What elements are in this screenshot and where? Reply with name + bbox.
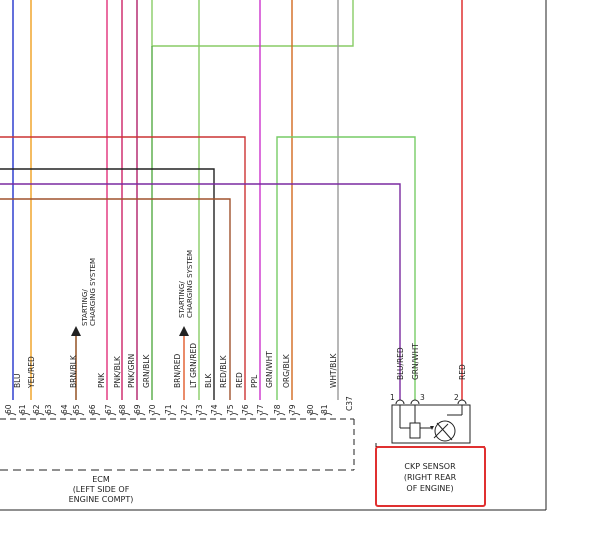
sensor-pin-2: 2	[454, 393, 459, 402]
ecm-connector-tick	[309, 413, 319, 416]
ecm-pin-80: 80	[306, 404, 315, 414]
ecm-wire-label-66: PNK	[97, 372, 106, 388]
ecm-pin-77: 77	[256, 404, 265, 414]
ecm-pin-74: 74	[210, 404, 219, 414]
ecm-connector-tick	[35, 413, 45, 416]
ecm-connector-tick	[323, 413, 333, 416]
sensor-terminal	[457, 399, 467, 405]
sensor-wire-blured: BLU/RED	[396, 347, 405, 380]
ecm-wire-label-76: PPL	[250, 374, 259, 388]
sensor-location-2: OF ENGINE)	[406, 484, 453, 493]
ecm-connector-tick	[136, 413, 146, 416]
ecm-pin-60: 60	[4, 404, 13, 414]
sensor-location-1: (RIGHT REAR	[404, 473, 457, 482]
ecm-title: ECM	[92, 475, 110, 484]
ecm-pin-76: 76	[241, 404, 250, 414]
ecm-pin-66: 66	[88, 404, 97, 414]
ecm-pin-79: 79	[288, 404, 297, 414]
ecm-connector-tick	[121, 413, 131, 416]
ecm-location-2: ENGINE COMPT)	[69, 495, 134, 504]
ecm-pin-62: 62	[32, 404, 41, 414]
ecm-wire-label-75: RED	[235, 372, 244, 388]
ecm-connector-tick	[21, 413, 31, 416]
ecm-connector-tick	[229, 413, 239, 416]
ecm-wire-label-71: BRN/RED	[173, 354, 182, 388]
sensor-wire-red: RED	[458, 364, 467, 380]
ecm-connector-tick	[213, 413, 223, 416]
sensor-pin-1: 1	[390, 393, 395, 402]
wire-blk-horizontal	[0, 168, 215, 400]
ecm-wire-label-61: YEL/RED	[27, 356, 36, 389]
ecm-wire-label-73: BLK	[204, 373, 213, 388]
starting-note-2b: CHARGING SYSTEM	[186, 250, 194, 318]
ecm-wire-labels: BLU YEL/RED BRN/BLK PNK PNK/BLK PNK/GRN GRN/BL…	[13, 343, 338, 389]
ecm-pin-72: 72	[180, 404, 189, 414]
ecm-pin-81: 81	[320, 404, 329, 414]
ecm-pin-63: 63	[44, 404, 53, 414]
ecm-wire-label-81: WHT/BLK	[329, 353, 338, 388]
starting-note-1: STARTING/	[81, 289, 89, 326]
ecm-connector-ticks	[7, 413, 333, 416]
ecm-connector-tick	[167, 413, 177, 416]
ecm-pin-78: 78	[273, 404, 282, 414]
ecm-wire-label-68: PNK/GRN	[127, 354, 136, 388]
sensor-title: CKP SENSOR	[404, 462, 456, 471]
sensor-pickup-icon	[433, 423, 449, 439]
sensor-pickup-icon	[436, 422, 453, 441]
wire-red-horizontal	[0, 136, 246, 400]
ecm-wire-label-77: GRN/WHT	[265, 351, 274, 388]
ecm-connector-tick	[91, 413, 101, 416]
ecm-connector-tick	[198, 413, 208, 416]
ecm-connector-tick	[291, 413, 301, 416]
arrow-up-icon	[179, 326, 189, 336]
arrow-up-icon	[71, 326, 81, 336]
wire-brn-horizontal	[0, 198, 231, 400]
ecm-pin-70: 70	[148, 404, 157, 414]
ecm-connector-tick	[276, 413, 286, 416]
ecm-wire-label-72: LT GRN/RED	[189, 343, 198, 388]
sensor-terminal	[410, 399, 420, 405]
ecm-connector-tick	[47, 413, 57, 416]
ecm-pin-71: 71	[164, 404, 173, 414]
ecm-connector-tick	[7, 413, 17, 416]
ecm-pin-75: 75	[226, 404, 235, 414]
ecm-connector-tick	[259, 413, 269, 416]
ecm-pin-61: 61	[18, 404, 27, 414]
ecm-wire-label-69: GRN/BLK	[142, 354, 151, 388]
ecm-wire-label-60: BLU	[13, 374, 22, 388]
ecm-connector-tick	[75, 413, 85, 416]
ecm-pin-67: 67	[104, 404, 113, 414]
ecm-connector-tick	[107, 413, 117, 416]
sensor-arrow-icon	[430, 426, 434, 430]
sensor-pin-3: 3	[420, 393, 425, 402]
ecm-location-1: (LEFT SIDE OF	[73, 485, 130, 494]
ecm-wire-label-74: RED/BLK	[219, 354, 228, 388]
wire-green-loop	[151, 0, 354, 47]
wire-ppl-horizontal	[0, 183, 401, 400]
sensor-body	[391, 404, 471, 444]
sensor-terminal	[395, 399, 405, 405]
ecm-pin-64: 64	[60, 404, 69, 414]
ecm-wire-label-78: ORG/BLK	[282, 353, 291, 388]
starting-note-2: STARTING/	[178, 281, 186, 318]
wire-green-horizontal	[276, 136, 416, 400]
sensor-wire-grnwht: GRN/WHT	[411, 343, 420, 380]
ecm-wire-label-64: BRN/BLK	[69, 354, 78, 388]
ecm-connector-tick	[244, 413, 254, 416]
ecm-pin-68: 68	[118, 404, 127, 414]
ecm-connector-tick	[151, 413, 161, 416]
sensor-element	[409, 422, 421, 439]
ecm-wire-label-67: PNK/BLK	[113, 355, 122, 388]
ecm-pin-73: 73	[195, 404, 204, 414]
ecm-pin-65: 65	[72, 404, 81, 414]
connector-id: C37	[345, 396, 354, 411]
ecm-pin-69: 69	[133, 404, 142, 414]
sensor-pickup-icon	[434, 420, 456, 442]
starting-note-1b: CHARGING SYSTEM	[89, 258, 97, 326]
ecm-connector-tick	[63, 413, 73, 416]
ecm-connector-tick	[183, 413, 193, 416]
